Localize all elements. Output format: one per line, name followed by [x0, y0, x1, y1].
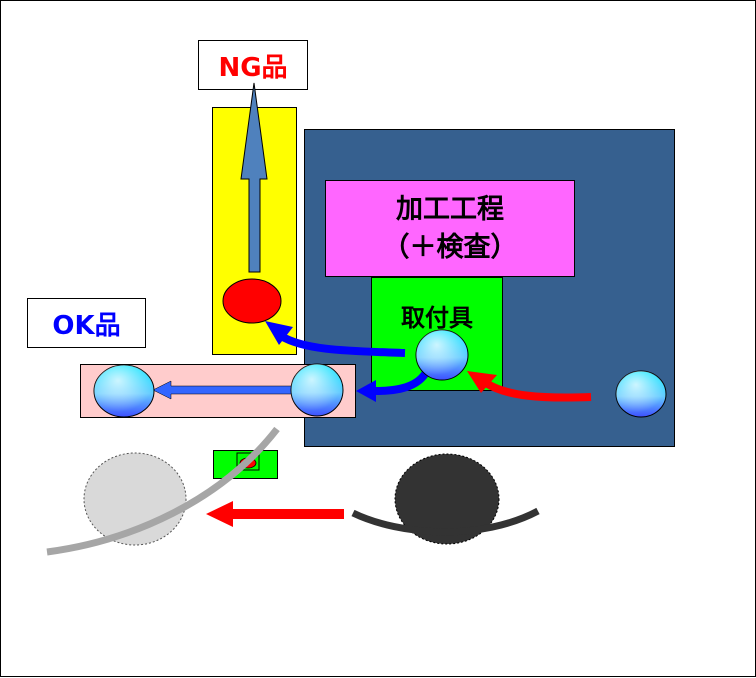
incoming-part	[615, 370, 667, 418]
operator	[351, 453, 540, 545]
ng-part	[222, 278, 282, 324]
ok-part-on-conveyor	[290, 363, 344, 417]
operator-ghost	[46, 426, 280, 556]
part-in-fixture	[415, 329, 469, 381]
ok-part-output	[93, 364, 155, 418]
process-box: 加工工程 （＋検査）	[325, 180, 575, 277]
fixture-label: 取付具	[401, 304, 473, 332]
ok-label: OK品	[27, 298, 146, 348]
transfer-to-ng-arrow	[265, 321, 406, 357]
ng-reject-arrow	[240, 82, 268, 273]
transfer-to-ok-arrow	[356, 365, 433, 402]
process-sublabel: （＋検査）	[382, 231, 518, 263]
ng-label-text: NG品	[218, 52, 288, 83]
feed-arrow	[467, 371, 592, 402]
ok-conveyor-arrow	[152, 380, 294, 400]
operator-move-arrow	[206, 501, 344, 527]
ok-label-text: OK品	[52, 310, 121, 341]
process-label: 加工工程	[396, 193, 504, 225]
